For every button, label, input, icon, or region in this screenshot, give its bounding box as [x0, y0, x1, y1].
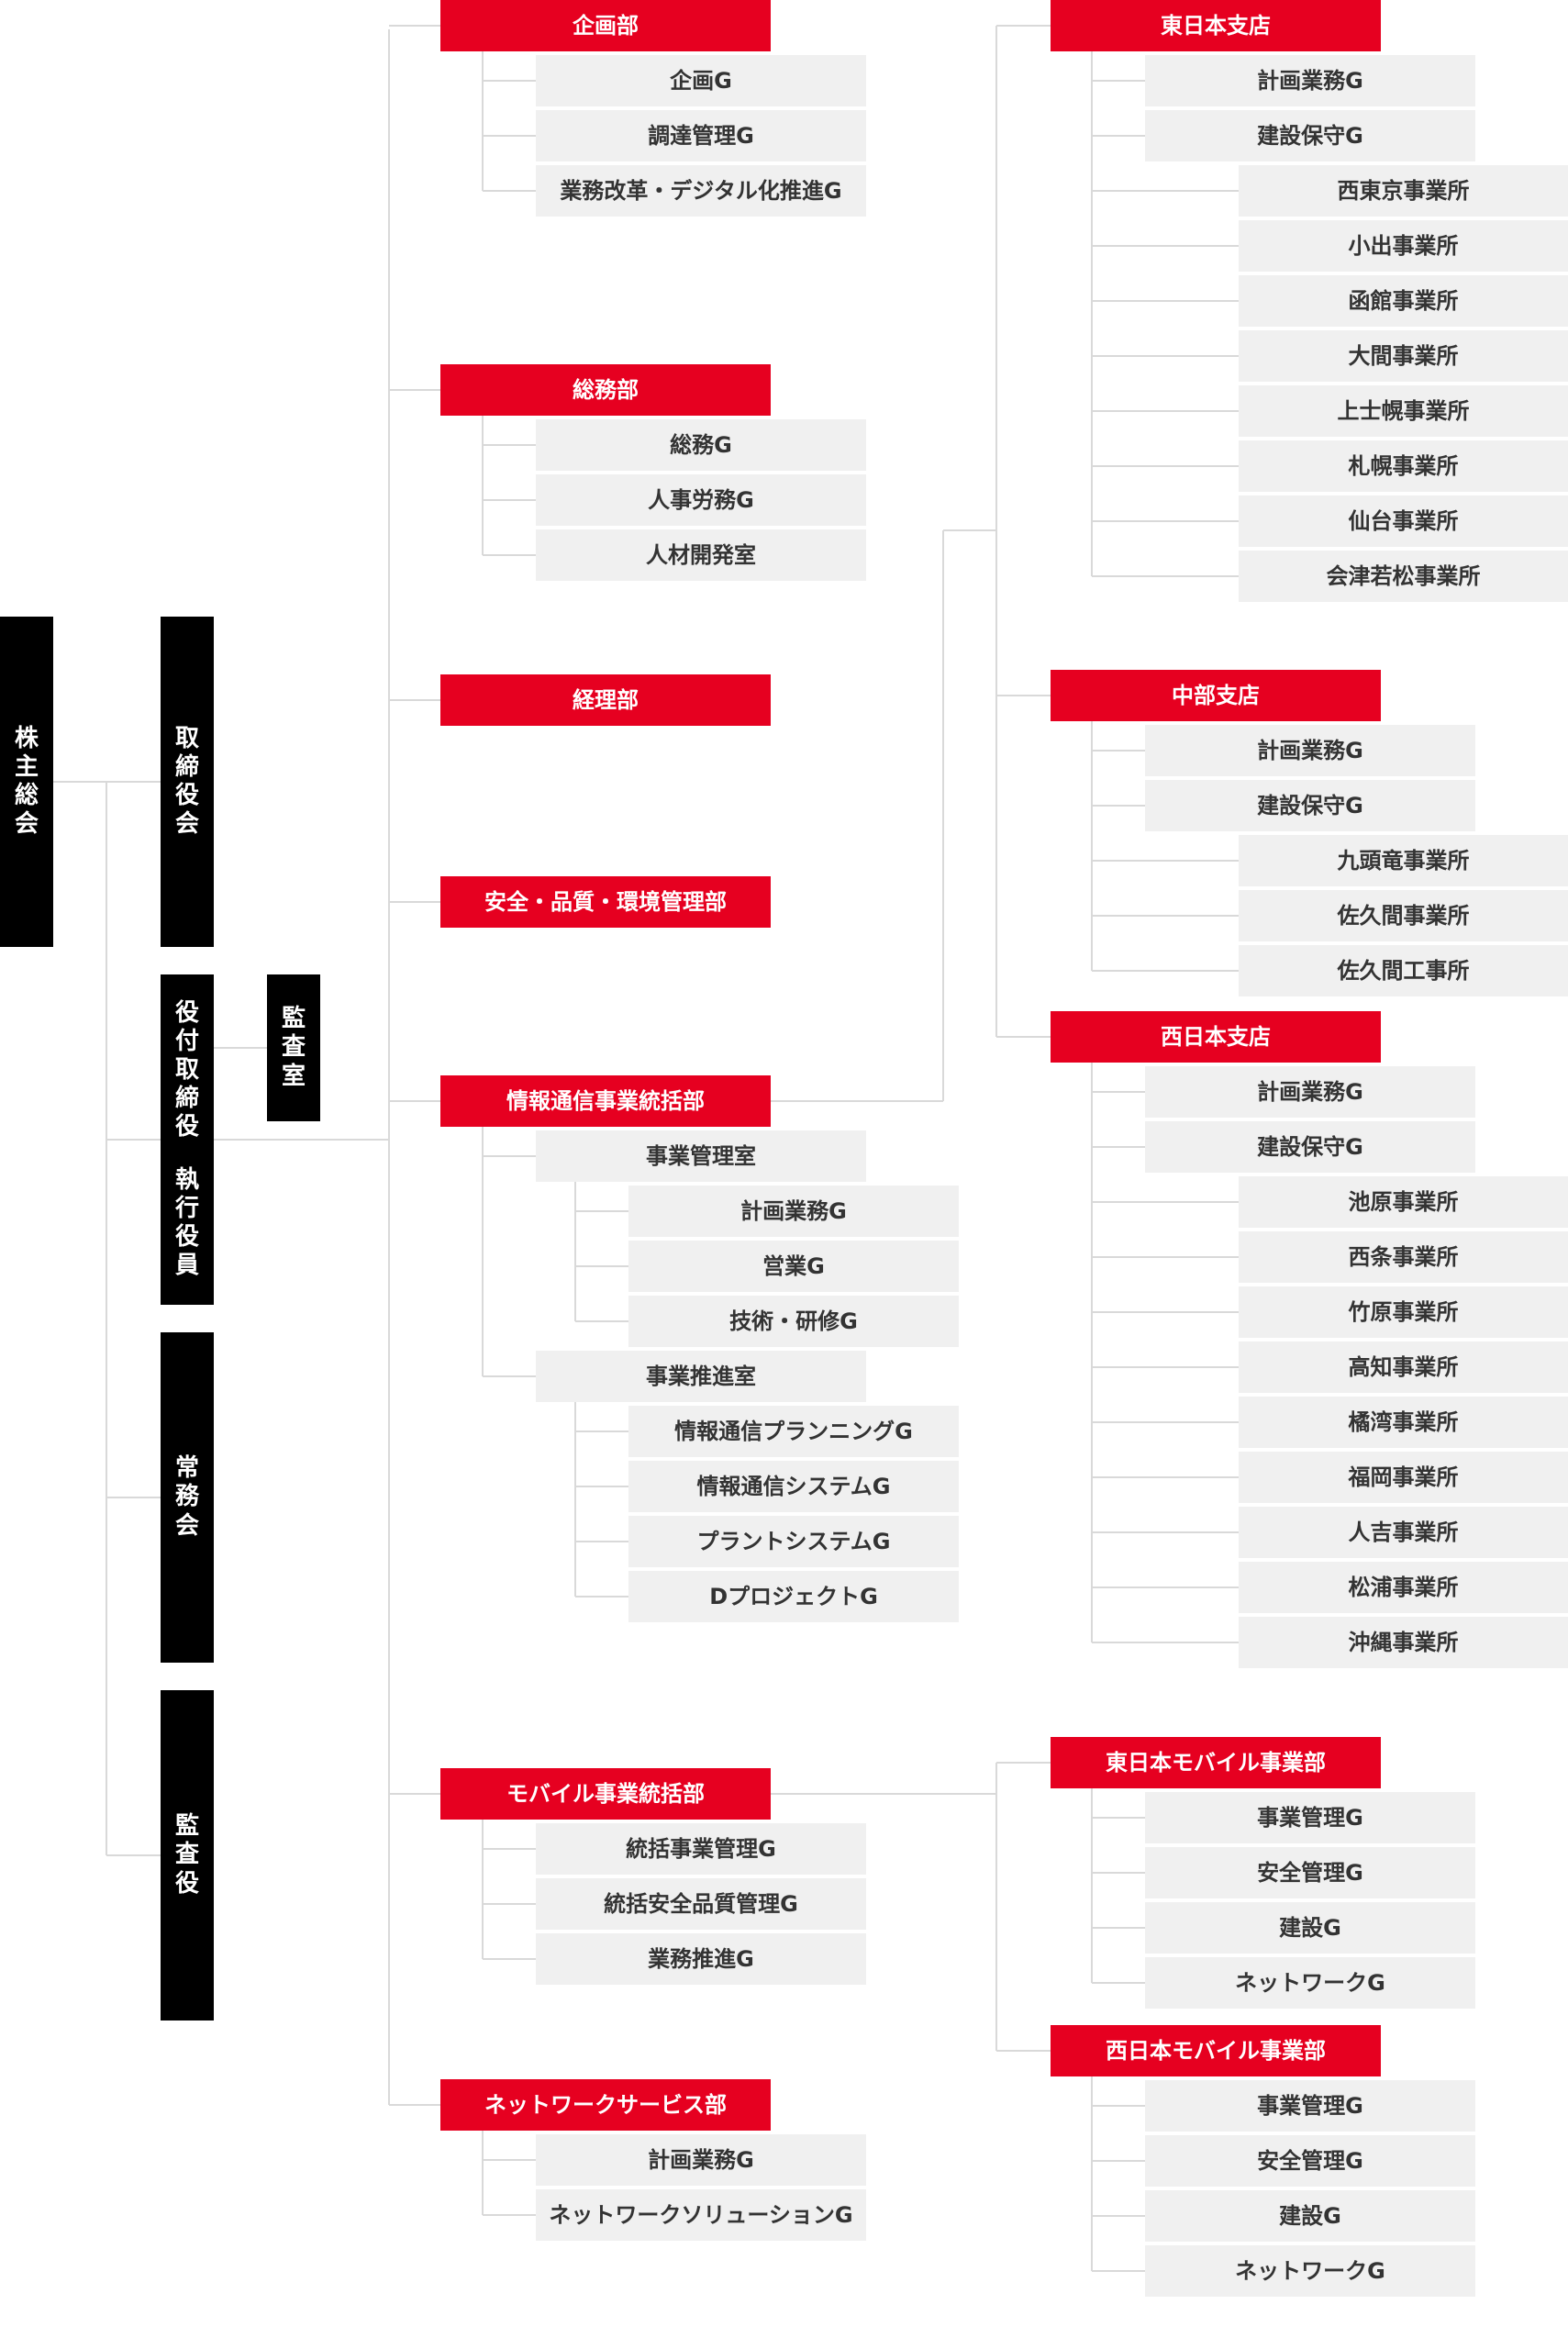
group-box: 安全管理G [1145, 1847, 1475, 1898]
office-box: 上士幌事業所 [1239, 385, 1568, 437]
group-box: 計画業務G [536, 2134, 866, 2186]
office-box: 小出事業所 [1239, 220, 1568, 272]
branch-box: 西日本支店 [1051, 1011, 1381, 1063]
branch-box: 中部支店 [1051, 670, 1381, 721]
group-box: 調達管理G [536, 110, 866, 161]
department-box: ネットワークサービス部 [440, 2079, 771, 2131]
shareholders-box: 株主総会 [0, 617, 53, 947]
office-box: 事業管理室 [536, 1130, 866, 1182]
office-box: 西東京事業所 [1239, 165, 1568, 217]
office-box: 西条事業所 [1239, 1231, 1568, 1283]
group-box: 安全管理G [1145, 2135, 1475, 2187]
group-box: 事業管理G [1145, 2080, 1475, 2132]
group-box: 情報通信システムG [628, 1461, 959, 1512]
department-box: 経理部 [440, 674, 771, 726]
office-box: 福岡事業所 [1239, 1452, 1568, 1503]
office-box: 橘湾事業所 [1239, 1397, 1568, 1448]
group-box: 建設G [1145, 2190, 1475, 2242]
office-box: 人吉事業所 [1239, 1507, 1568, 1558]
executive-box: 役付取締役執行役員 [161, 974, 214, 1305]
department-box: モバイル事業統括部 [440, 1768, 771, 1820]
group-box: 営業G [628, 1241, 959, 1292]
office-box: 函館事業所 [1239, 275, 1568, 327]
group-box: 計画業務G [1145, 55, 1475, 106]
board-box: 取締役会 [161, 617, 214, 947]
office-box: 札幌事業所 [1239, 440, 1568, 492]
office-box: 佐久間工事所 [1239, 945, 1568, 996]
office-box: 会津若松事業所 [1239, 551, 1568, 602]
office-box: 仙台事業所 [1239, 495, 1568, 547]
division-box: 西日本モバイル事業部 [1051, 2025, 1381, 2076]
office-box: 沖縄事業所 [1239, 1617, 1568, 1668]
group-box: 企画G [536, 55, 866, 106]
group-box: 建設保守G [1145, 1121, 1475, 1173]
group-box: 業務推進G [536, 1933, 866, 1985]
group-box: 情報通信プランニングG [628, 1406, 959, 1457]
group-box: 業務改革・デジタル化推進G [536, 165, 866, 217]
office-box: 高知事業所 [1239, 1341, 1568, 1393]
department-box: 情報通信事業統括部 [440, 1075, 771, 1127]
group-box: 事業管理G [1145, 1792, 1475, 1843]
group-box: 人材開発室 [536, 529, 866, 581]
group-box: 技術・研修G [628, 1296, 959, 1347]
division-box: 東日本モバイル事業部 [1051, 1737, 1381, 1788]
audit-office-box: 監査室 [267, 974, 320, 1121]
group-box: 総務G [536, 419, 866, 471]
office-box: 事業推進室 [536, 1351, 866, 1402]
group-box: 計画業務G [1145, 1066, 1475, 1118]
office-box: 大間事業所 [1239, 330, 1568, 382]
group-box: プラントシステムG [628, 1516, 959, 1567]
branch-box: 東日本支店 [1051, 0, 1381, 51]
department-box: 総務部 [440, 364, 771, 416]
group-box: 建設保守G [1145, 110, 1475, 161]
office-box: 佐久間事業所 [1239, 890, 1568, 941]
office-box: 松浦事業所 [1239, 1562, 1568, 1613]
group-box: 人事労務G [536, 474, 866, 526]
office-box: 九頭竜事業所 [1239, 835, 1568, 886]
group-box: 建設G [1145, 1902, 1475, 1954]
group-box: ネットワークソリューションG [536, 2189, 866, 2241]
department-box: 安全・品質・環境管理部 [440, 876, 771, 928]
group-box: 建設保守G [1145, 780, 1475, 831]
group-box: ネットワークG [1145, 1957, 1475, 2009]
auditor-box: 監査役 [161, 1690, 214, 2021]
group-box: 統括事業管理G [536, 1823, 866, 1875]
managing-committee-box: 常務会 [161, 1332, 214, 1663]
group-box: 計画業務G [1145, 725, 1475, 776]
office-box: 池原事業所 [1239, 1176, 1568, 1228]
group-box: 統括安全品質管理G [536, 1878, 866, 1930]
group-box: ネットワークG [1145, 2245, 1475, 2297]
department-box: 企画部 [440, 0, 771, 51]
group-box: 計画業務G [628, 1186, 959, 1237]
group-box: DプロジェクトG [628, 1571, 959, 1622]
office-box: 竹原事業所 [1239, 1286, 1568, 1338]
